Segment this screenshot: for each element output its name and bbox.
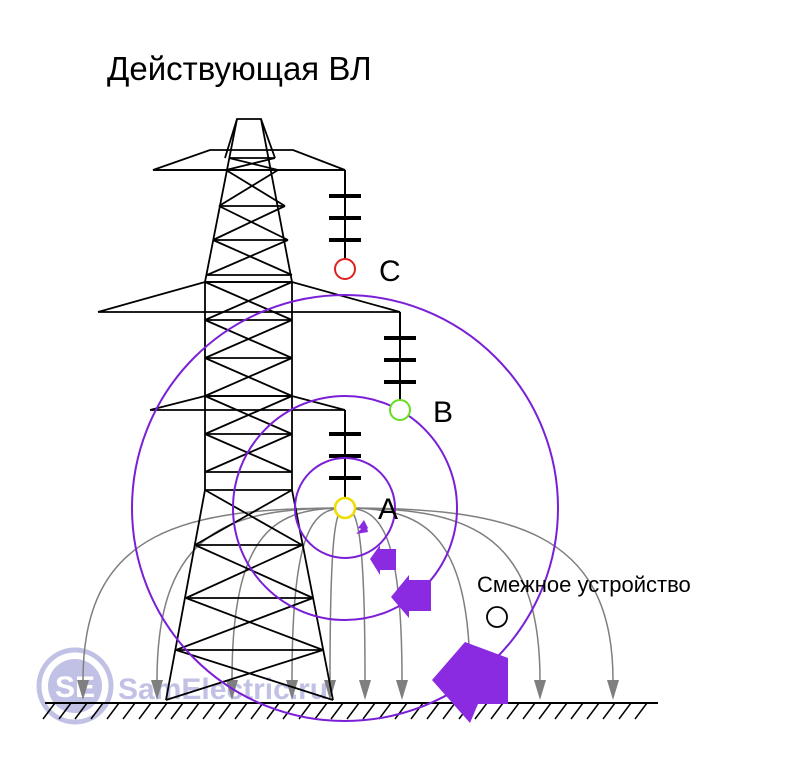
field-line [329, 507, 346, 681]
field-line-arrowhead [77, 680, 89, 700]
adjacent-device-label: Смежное устройство [477, 572, 691, 597]
field-line [82, 507, 346, 681]
phase-c: C [334, 255, 401, 288]
phase-a: A [333, 493, 398, 526]
field-line-arrowhead [324, 680, 336, 700]
field-line [344, 507, 403, 681]
field-circles [131, 294, 559, 722]
adjacent-device-marker [486, 606, 508, 628]
phase-b-label: B [433, 396, 453, 429]
diagram-title: Действующая ВЛ [107, 50, 372, 87]
watermark-text: SamElectric.ru [118, 673, 328, 706]
watermark-logo: SE [36, 647, 114, 725]
field-line-arrowhead [286, 680, 298, 700]
phase-c-conductor [334, 258, 356, 280]
induction-arrows [356, 520, 508, 723]
field-line [344, 507, 471, 681]
adjacent-device: Смежное устройство [477, 572, 691, 628]
insulator-string-b [384, 312, 416, 400]
field-line-arrowhead [151, 680, 163, 700]
field-line [231, 507, 346, 681]
ground [42, 702, 658, 720]
field-line-arrowhead [534, 680, 546, 700]
field-lines [77, 507, 619, 700]
field-line-arrowhead [359, 680, 371, 700]
phase-b-conductor [389, 399, 411, 421]
transmission-tower [97, 118, 401, 701]
insulator-string-a [329, 410, 361, 498]
phase-a-label: A [378, 493, 398, 526]
field-line [344, 507, 614, 681]
field-line-arrowhead [226, 680, 238, 700]
phase-c-label: C [379, 255, 401, 288]
induction-arrow-1 [356, 520, 368, 534]
induction-arrow-3 [391, 575, 431, 618]
field-line [344, 507, 366, 681]
insulator-string-c [329, 170, 361, 258]
phase-b: B [389, 396, 453, 429]
induction-arrow-4 [432, 642, 508, 723]
field-line-arrowhead [607, 680, 619, 700]
watermark-logo-text: SE [55, 671, 95, 704]
induction-arrow-2 [370, 545, 396, 575]
phase-a-conductor [333, 496, 357, 520]
field-line-arrowhead [396, 680, 408, 700]
